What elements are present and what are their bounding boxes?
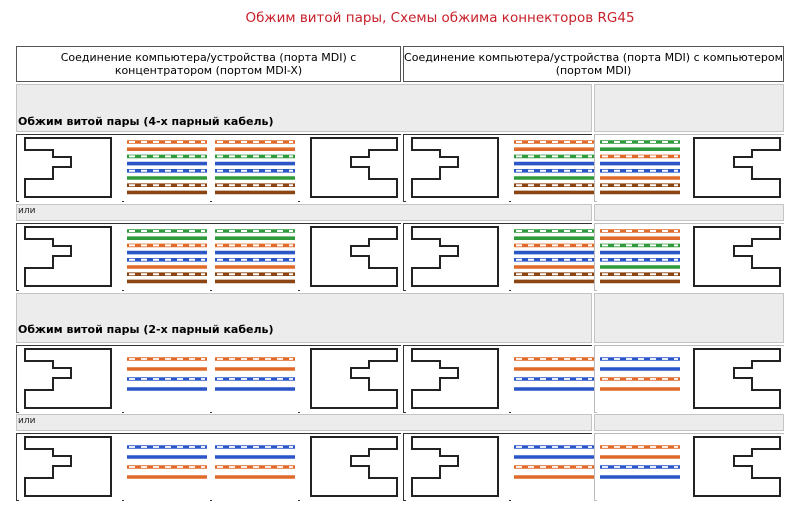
row-mdi-mdix — [16, 345, 403, 414]
cable-end-icon — [124, 135, 210, 203]
cable-end-icon — [124, 434, 210, 502]
or-panel-2-right — [594, 414, 784, 431]
connector-outline — [310, 226, 398, 287]
row-mdi-mdix — [16, 134, 403, 203]
cable-end-icon — [511, 346, 597, 414]
row-mdi-mdi-left — [403, 345, 597, 414]
cable-end-icon — [212, 434, 298, 502]
cable-end-icon — [212, 135, 298, 203]
rj45-connector-icon — [300, 346, 403, 414]
connector-outline — [24, 436, 112, 497]
rj45-connector-icon — [19, 224, 122, 292]
connector-outline — [693, 226, 781, 287]
connector-outline — [310, 137, 398, 198]
rj45-connector-icon — [300, 135, 403, 203]
rj45-connector-icon — [300, 224, 403, 292]
cable-end-icon — [511, 434, 597, 502]
connector-outline — [24, 348, 112, 409]
row-mdi-mdi-right — [594, 433, 786, 502]
row-mdi-mdi-left — [403, 134, 597, 203]
row-mdi-mdi-right — [594, 345, 786, 414]
connector-outline — [24, 137, 112, 198]
connector-outline — [693, 436, 781, 497]
connector-outline — [24, 226, 112, 287]
rj45-connector-icon — [406, 346, 509, 414]
or-label-2: или — [18, 416, 36, 426]
connector-outline — [310, 436, 398, 497]
section-label-2pair: Обжим витой пары (2-х парный кабель) — [18, 323, 274, 336]
rj45-connector-icon — [406, 224, 509, 292]
or-panel-1-left — [16, 204, 592, 221]
rj45-connector-icon — [300, 434, 403, 502]
row-mdi-mdix — [16, 433, 403, 502]
section-panel-2pair-right — [594, 293, 784, 343]
header-mdi-to-mdi: Соединение компьютера/устройства (порта … — [403, 46, 784, 82]
page-title: Обжим витой пары, Схемы обжима коннектор… — [245, 10, 635, 26]
cable-end-icon — [597, 434, 683, 502]
connector-outline — [693, 137, 781, 198]
connector-outline — [411, 137, 499, 198]
section-label-4pair: Обжим витой пары (4-х парный кабель) — [18, 115, 274, 128]
row-mdi-mdix — [16, 223, 403, 292]
cable-end-icon — [212, 346, 298, 414]
or-label-1: или — [18, 206, 36, 216]
header-mdi-to-mdix: Соединение компьютера/устройства (порта … — [16, 46, 401, 82]
rj45-connector-icon — [406, 434, 509, 502]
or-panel-2-left — [16, 414, 592, 431]
cable-end-icon — [597, 346, 683, 414]
connector-outline — [411, 348, 499, 409]
row-mdi-mdi-right — [594, 134, 786, 203]
section-panel-4pair-right — [594, 84, 784, 132]
or-panel-1-right — [594, 204, 784, 221]
cable-end-icon — [511, 135, 597, 203]
rj45-connector-icon — [19, 135, 122, 203]
cable-end-icon — [597, 224, 683, 292]
cable-end-icon — [212, 224, 298, 292]
row-mdi-mdi-right — [594, 223, 786, 292]
connector-outline — [693, 348, 781, 409]
row-mdi-mdi-left — [403, 433, 597, 502]
rj45-connector-icon — [683, 135, 786, 203]
connector-outline — [411, 226, 499, 287]
cable-end-icon — [511, 224, 597, 292]
rj45-connector-icon — [19, 346, 122, 414]
rj45-connector-icon — [19, 434, 122, 502]
cable-end-icon — [124, 346, 210, 414]
row-mdi-mdi-left — [403, 223, 597, 292]
cable-end-icon — [124, 224, 210, 292]
rj45-connector-icon — [683, 434, 786, 502]
section-panel-4pair-left — [16, 84, 592, 132]
connector-outline — [310, 348, 398, 409]
cable-end-icon — [597, 135, 683, 203]
rj45-connector-icon — [683, 346, 786, 414]
rj45-connector-icon — [683, 224, 786, 292]
connector-outline — [411, 436, 499, 497]
rj45-connector-icon — [406, 135, 509, 203]
section-panel-2pair-left — [16, 293, 592, 343]
